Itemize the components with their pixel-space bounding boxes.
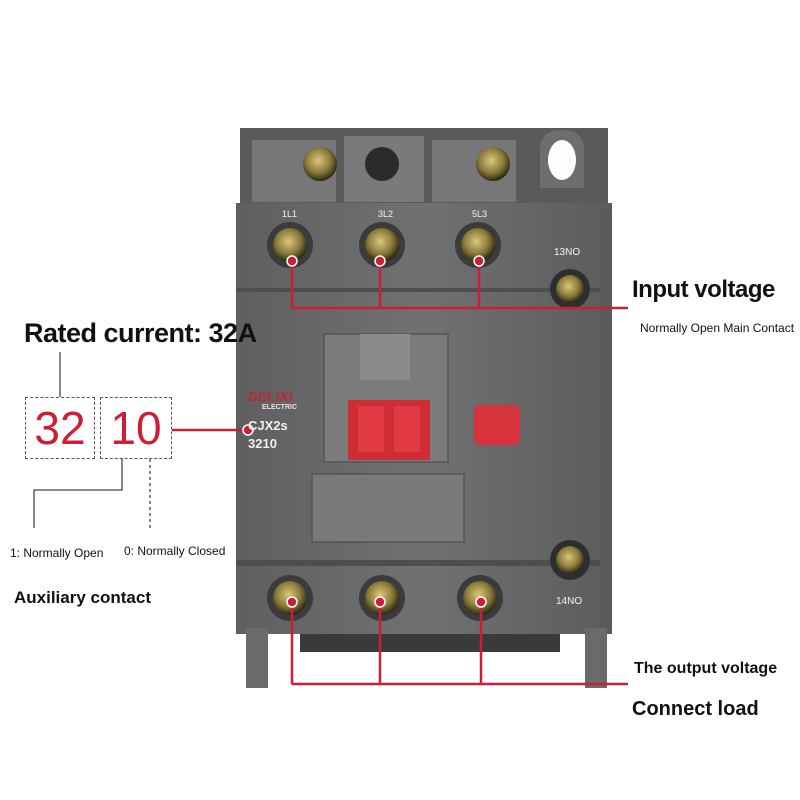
terminal-label-13no: 13NO bbox=[554, 247, 581, 258]
terminal-label-l3: 5L3 bbox=[472, 209, 488, 219]
terminal-label-l1: 1L1 bbox=[282, 209, 298, 219]
output-leader-lines bbox=[290, 602, 628, 686]
marker-dot bbox=[374, 255, 386, 267]
rated-code-box: 32 bbox=[25, 397, 95, 459]
model-text: CJX2s bbox=[248, 418, 288, 433]
connect-load-label: Connect load bbox=[632, 698, 759, 720]
marker-dot bbox=[374, 596, 386, 608]
auxiliary-contact-label: Auxiliary contact bbox=[14, 588, 151, 607]
marker-dot bbox=[473, 255, 485, 267]
brand-sub-text: ELECTRIC bbox=[262, 404, 297, 411]
marker-dot bbox=[286, 596, 298, 608]
marker-dot bbox=[475, 596, 487, 608]
marker-dot bbox=[242, 424, 254, 436]
indicator-window bbox=[474, 405, 520, 445]
aux-code-box: 10 bbox=[100, 397, 172, 459]
terminal-label-14no: 14NO bbox=[556, 596, 583, 607]
top-terminal-block bbox=[240, 128, 608, 208]
armature bbox=[311, 333, 465, 543]
rated-current-label: Rated current: 32A bbox=[24, 318, 257, 348]
model-code-text: 3210 bbox=[248, 436, 277, 451]
annotation-connectors bbox=[33, 352, 151, 528]
aux-normally-closed-label: 0: Normally Closed bbox=[124, 544, 226, 558]
marker-dot bbox=[286, 255, 298, 267]
aux-normally-open-label: 1: Normally Open bbox=[10, 546, 104, 560]
terminal-label-l2: 3L2 bbox=[378, 209, 394, 219]
input-leader-lines bbox=[290, 261, 628, 310]
brand-logo-text: DELIXI bbox=[248, 389, 293, 404]
normally-open-main-contact-label: Normally Open Main Contact bbox=[640, 321, 795, 335]
input-terminal-screws bbox=[267, 222, 590, 309]
input-voltage-label: Input voltage bbox=[632, 276, 775, 303]
output-voltage-label: The output voltage bbox=[634, 660, 778, 677]
